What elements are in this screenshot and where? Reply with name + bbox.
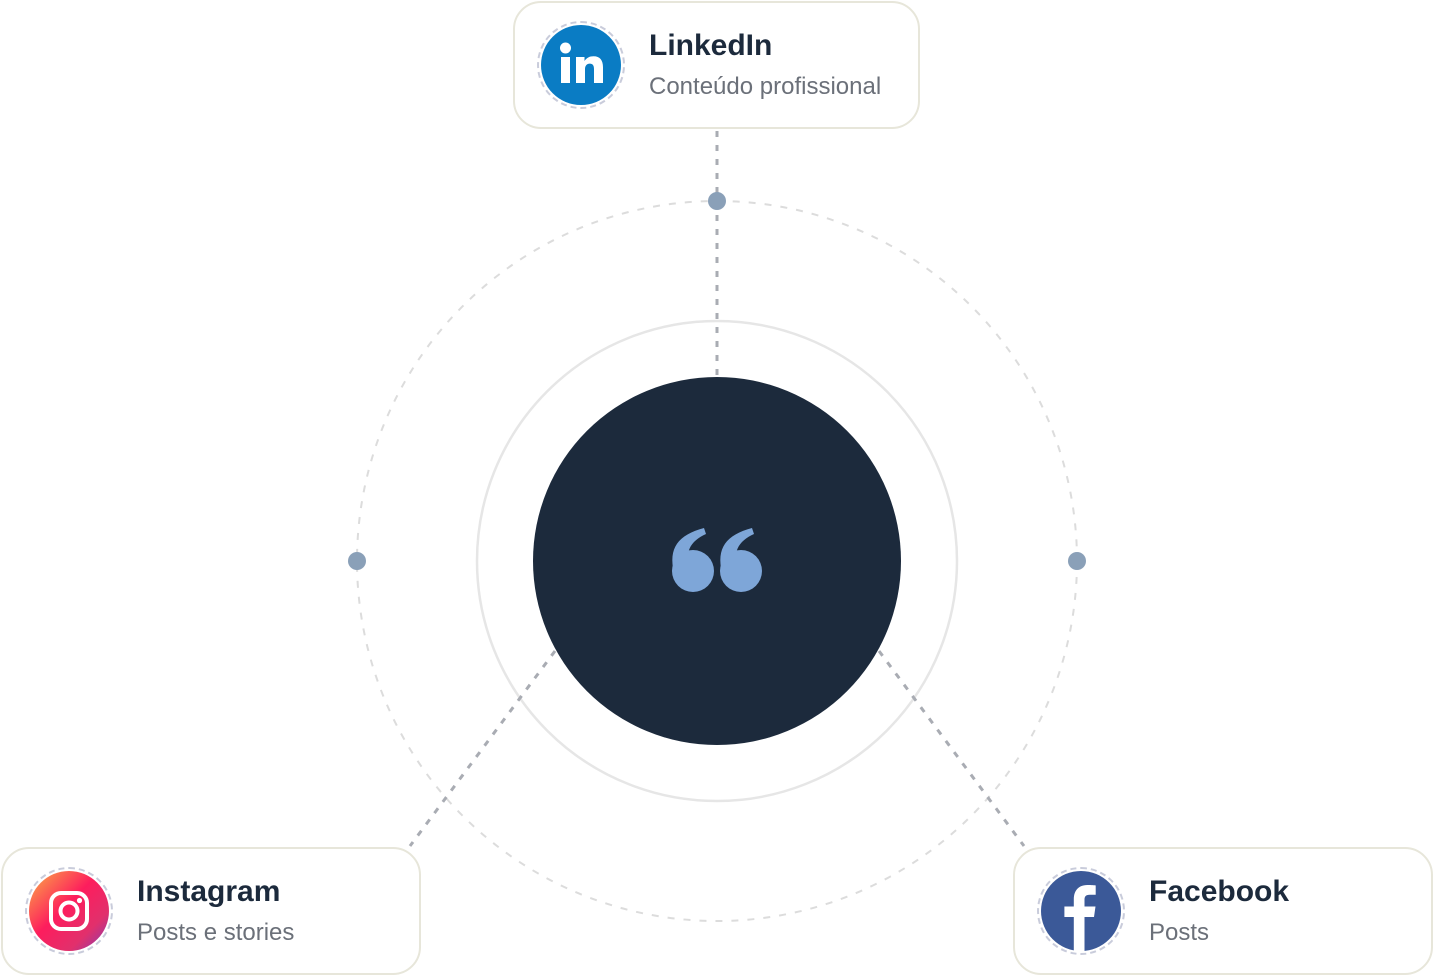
instagram-card[interactable]: Instagram Posts e stories — [1, 847, 421, 975]
facebook-icon — [1041, 871, 1121, 951]
facebook-icon-ring — [1037, 867, 1125, 955]
connector-instagram — [408, 650, 557, 847]
linkedin-subtitle: Conteúdo profissional — [649, 73, 882, 100]
orbit-dot-left — [348, 552, 366, 570]
linkedin-icon-ring — [537, 21, 625, 109]
inner-ring — [475, 319, 959, 803]
linkedin-icon — [541, 25, 621, 105]
facebook-subtitle: Posts — [1149, 919, 1210, 946]
linkedin-card[interactable]: LinkedIn Conteúdo profissional — [513, 1, 920, 129]
center-hub — [533, 377, 901, 745]
facebook-title: Facebook — [1149, 875, 1290, 908]
orbit-dot-right — [1068, 552, 1086, 570]
instagram-icon-ring — [25, 867, 113, 955]
instagram-icon — [29, 871, 109, 951]
facebook-card[interactable]: Facebook Posts — [1013, 847, 1433, 975]
instagram-title: Instagram — [137, 875, 281, 908]
instagram-subtitle: Posts e stories — [137, 919, 295, 946]
connector-facebook — [877, 650, 1026, 847]
orbit-dot-top — [708, 192, 726, 210]
linkedin-title: LinkedIn — [649, 29, 773, 62]
quote-icon — [672, 528, 762, 592]
